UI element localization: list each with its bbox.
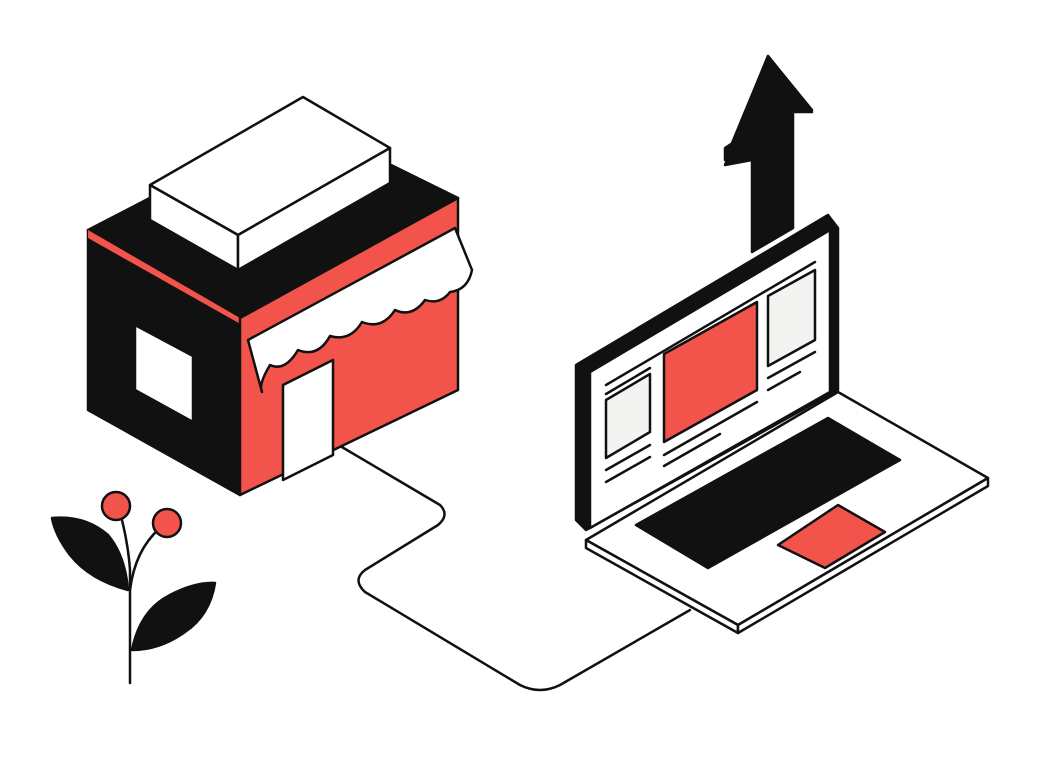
store-door bbox=[281, 358, 335, 482]
up-arrow-icon bbox=[723, 54, 814, 254]
store-window bbox=[133, 323, 195, 424]
store-roof-band bbox=[88, 230, 244, 326]
connection-cable bbox=[328, 438, 692, 692]
screen-left-panel bbox=[604, 372, 652, 460]
laptop-trackpad bbox=[776, 503, 887, 570]
plant-icon bbox=[50, 490, 217, 685]
laptop-base-edge-right bbox=[736, 476, 990, 635]
plant-leaf-right bbox=[130, 581, 217, 652]
plant-berry-top bbox=[100, 490, 132, 522]
store-awning bbox=[246, 226, 474, 394]
laptop-keyboard bbox=[634, 416, 902, 570]
screen-center-panel bbox=[662, 300, 759, 444]
up-arrow-head bbox=[723, 54, 814, 167]
screen-right-panel bbox=[766, 268, 817, 368]
plant-leaf-left bbox=[50, 516, 130, 592]
store-sign-box bbox=[148, 95, 392, 272]
storefront-icon bbox=[86, 95, 474, 497]
screen-text-lines bbox=[604, 260, 817, 484]
plant-berry-right bbox=[151, 507, 183, 539]
laptop-icon bbox=[574, 213, 990, 635]
